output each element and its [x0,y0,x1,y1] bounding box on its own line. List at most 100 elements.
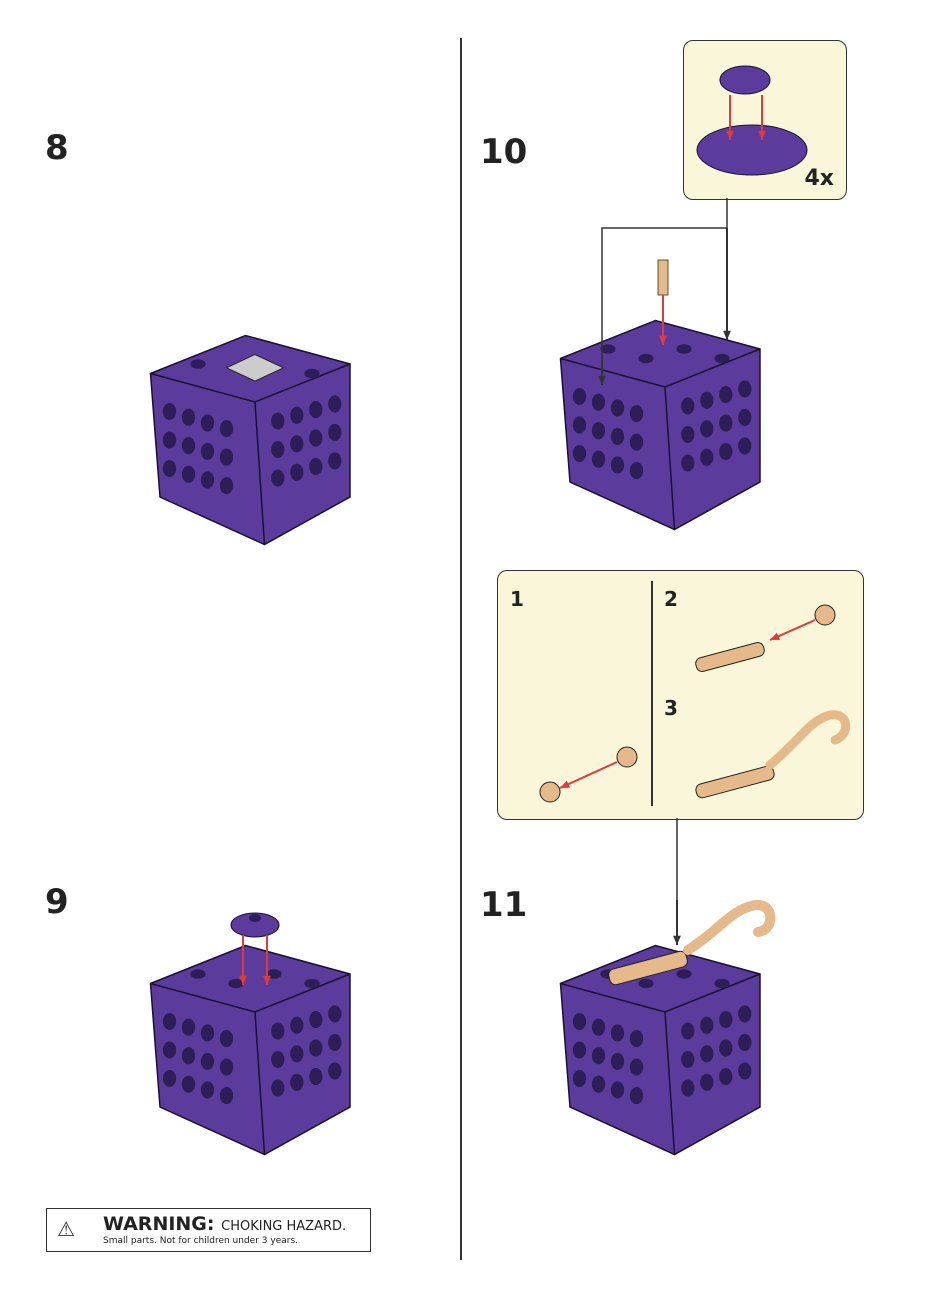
stud [610,1024,625,1042]
stud [228,978,244,989]
substep-divider [651,581,653,806]
stud [676,969,692,979]
stud [610,427,625,445]
connector-line [601,198,728,380]
choking-warning: ⚠ WARNING: CHOKING HAZARD. Small parts. … [46,1208,371,1252]
stud [271,1050,285,1069]
multiplier-label: 4x [804,166,835,191]
model-step8 [149,334,351,546]
stud [162,402,177,421]
stud [738,1005,752,1023]
callout-substeps: 1 2 3 [497,570,864,820]
red-arrow-head [239,975,247,985]
stud [181,1075,196,1093]
step-number-8: 8 [45,128,69,168]
stud [328,1062,342,1080]
substep-1: 1 [510,587,524,611]
stud [162,431,177,449]
model-step11 [559,944,761,1156]
cube-edges [150,973,351,1155]
stud [190,969,206,979]
stud [591,393,606,411]
stud [591,422,606,440]
stud [309,401,323,419]
stud [309,1039,323,1057]
stud [200,1081,215,1099]
stud [681,425,695,444]
stud [719,1068,733,1086]
tan-clip-piece [657,259,669,296]
stud [610,399,625,417]
warning-title: WARNING: CHOKING HAZARD. [103,1213,347,1235]
tan-round-piece [616,746,638,768]
stud [681,1079,695,1097]
stud [309,1068,323,1086]
step-number-10: 10 [480,132,528,172]
stud [700,1073,714,1091]
stud [328,1005,342,1023]
stud [290,1016,304,1034]
stud [290,463,304,481]
round-plate-large [696,124,808,176]
stud [681,1050,695,1069]
tan-round-piece [539,781,561,803]
stud [738,1062,752,1080]
tan-tentacle-piece [765,710,851,770]
tan-bar-piece [695,765,775,799]
stud [591,1047,606,1065]
stud [200,471,215,489]
stud [162,1069,177,1088]
page-divider [460,38,462,1260]
round-plate [230,912,280,938]
stud [309,458,323,476]
stud [162,459,177,478]
stud [700,420,714,438]
step-number-11: 11 [480,885,528,925]
stud [572,444,587,463]
stud [181,437,196,455]
stud [200,442,215,460]
tan-bar-piece [695,642,765,672]
stud [610,456,625,474]
stud [271,440,285,459]
red-arrow-head [770,632,780,640]
red-arrow-head [726,130,734,140]
stud [200,414,215,432]
model-step10 [559,319,761,531]
stud [290,1073,304,1091]
black-arrow-head [723,330,731,340]
stud [290,406,304,424]
stud [181,1047,196,1065]
stud [181,408,196,426]
stud [219,477,234,495]
stud [271,469,285,487]
tan-tentacle-piece [683,900,776,955]
substep-2: 2 [664,587,678,611]
stud [629,462,644,480]
stud [181,1018,196,1036]
stud [572,387,587,406]
warning-triangle-icon: ⚠ [57,1217,75,1241]
black-arrow-head [673,935,681,945]
stud [572,1069,587,1088]
stud [719,386,733,404]
red-arrow-head [659,335,667,345]
stud [219,1058,234,1076]
stud [328,1033,342,1051]
stud [162,1041,177,1059]
stud [219,420,234,438]
step-number-9: 9 [45,882,69,922]
stud [719,443,733,461]
stud [271,412,285,430]
stud [290,1045,304,1063]
stud [719,1011,733,1029]
stud [629,1058,644,1076]
stud [328,395,342,413]
tan-bar-piece [608,950,688,986]
stud [572,1041,587,1059]
stud [700,391,714,409]
red-arrow-head [263,975,271,985]
stud [328,423,342,441]
stud [738,408,752,426]
